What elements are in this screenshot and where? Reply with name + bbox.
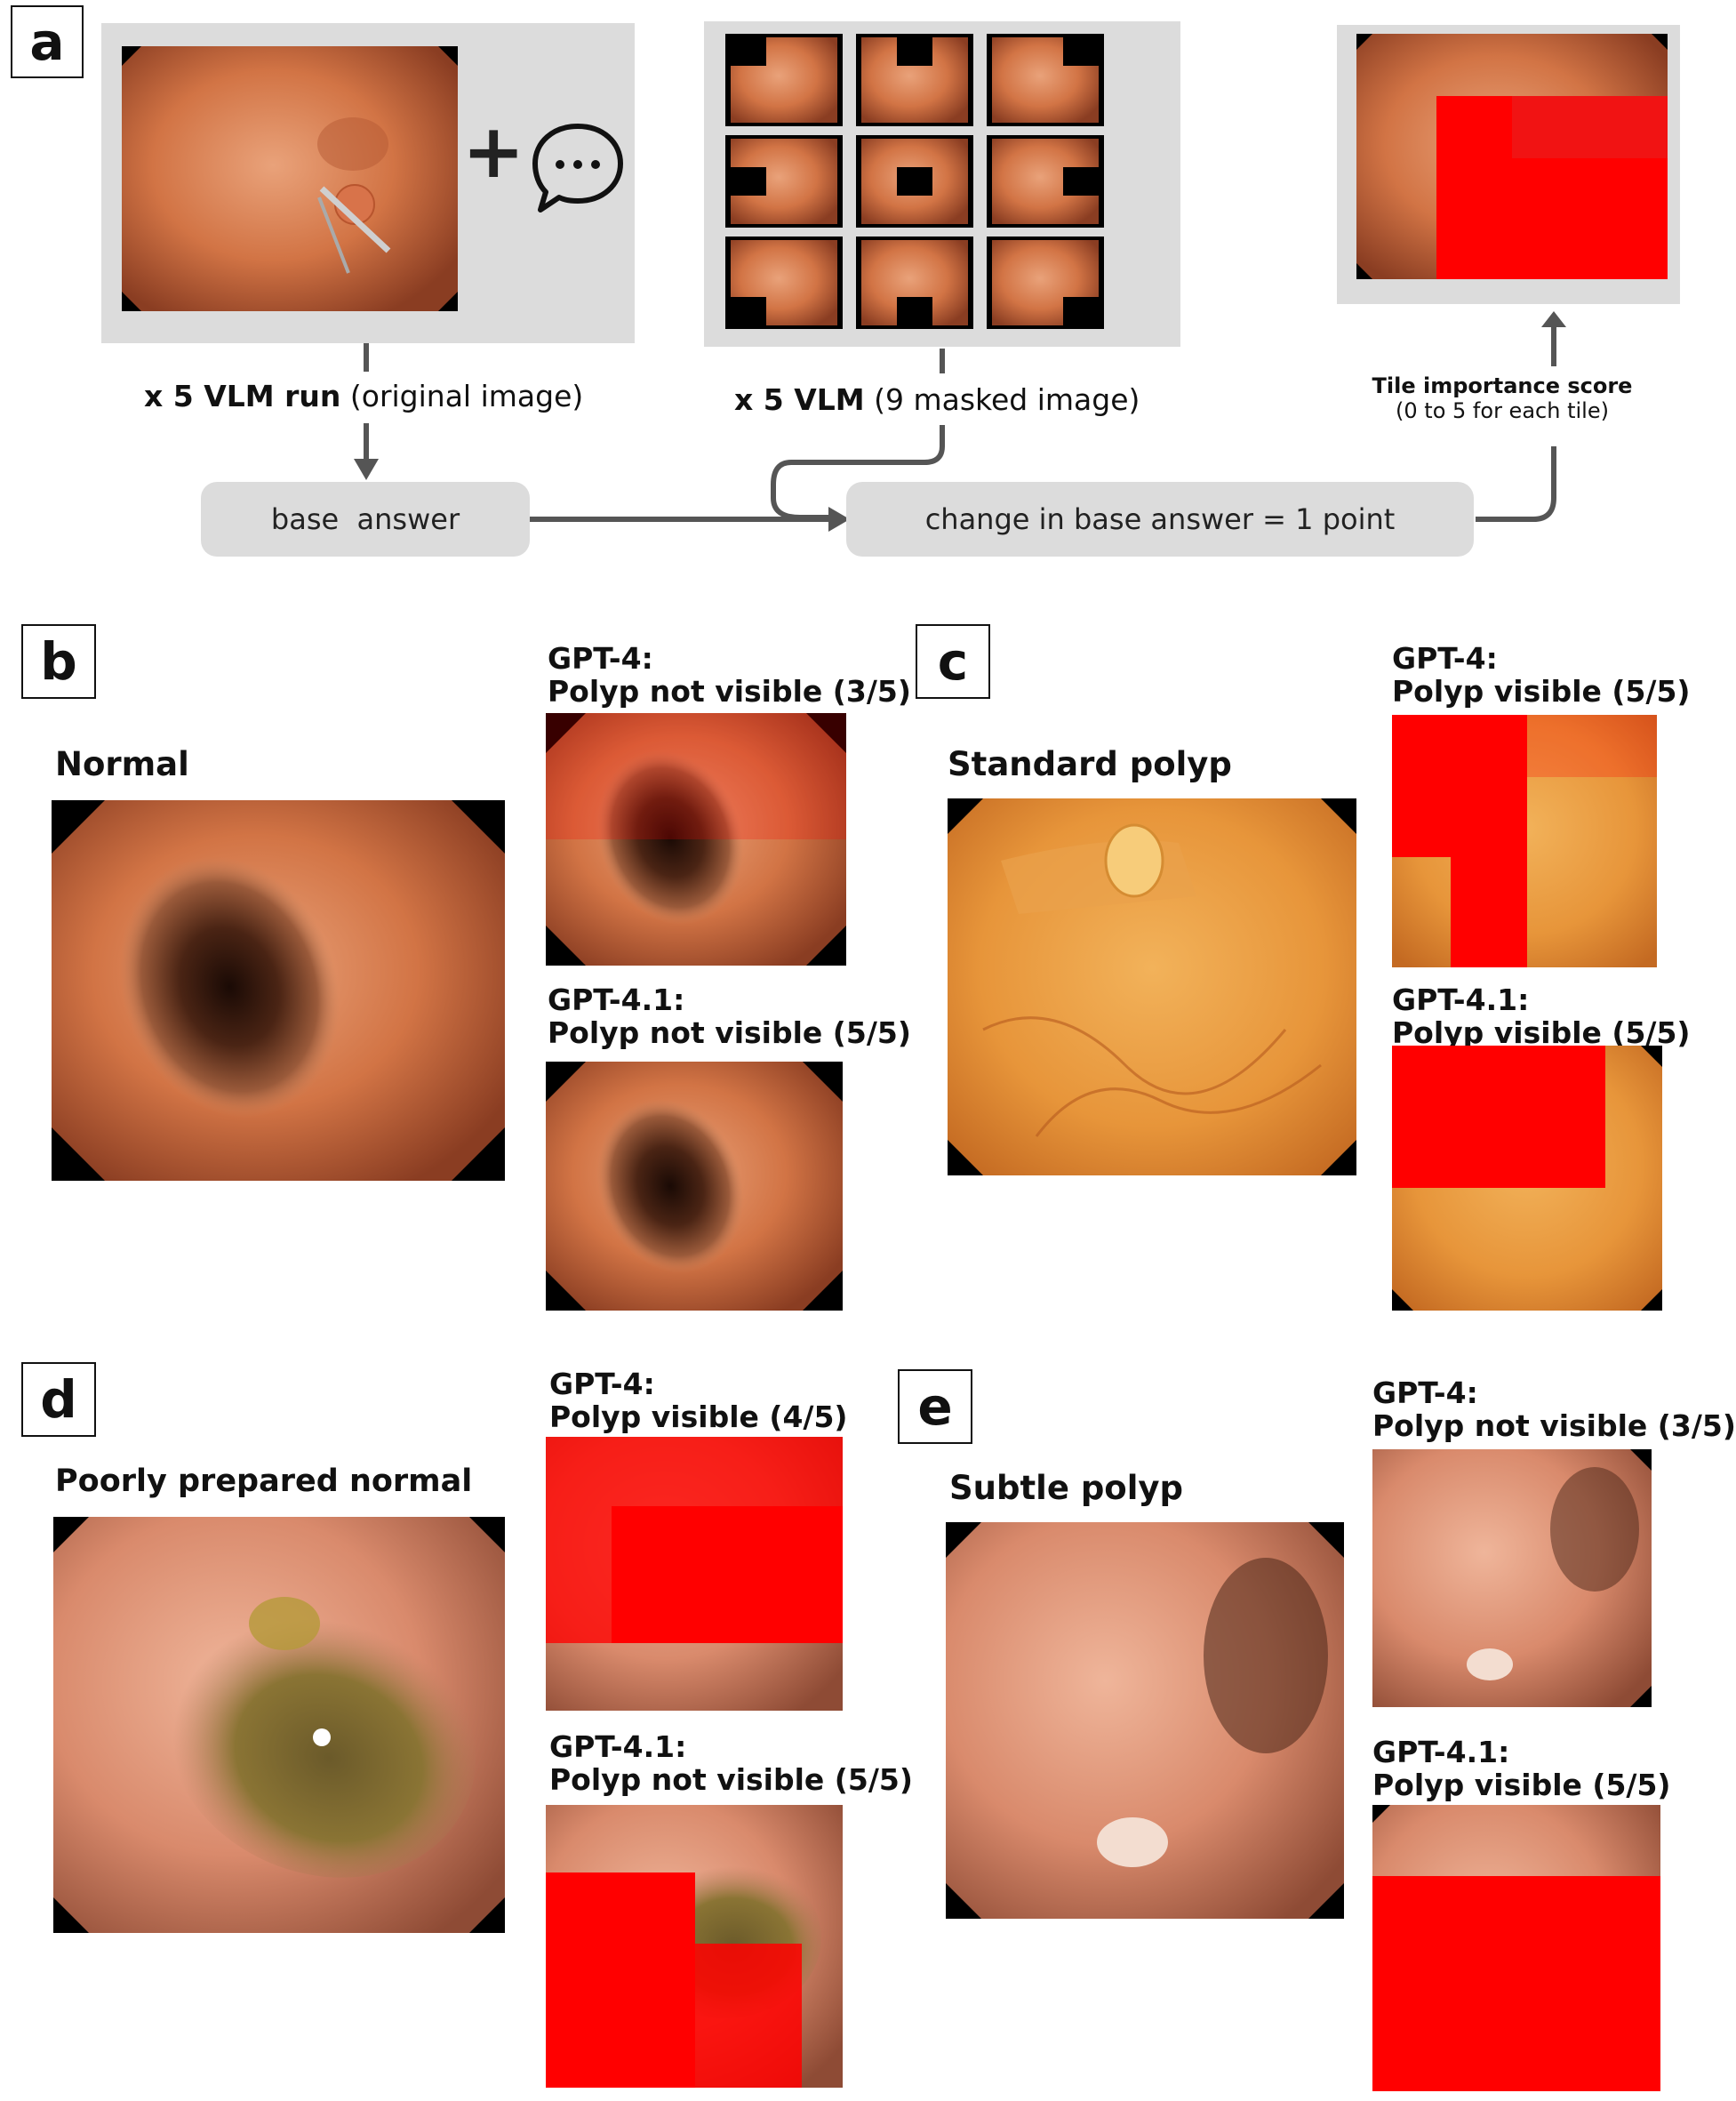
panel-d-main-image (53, 1517, 505, 1933)
panel-b-gpt4-label: GPT-4:Polyp not visible (3/5) (548, 641, 911, 709)
masked-tile-3 (987, 34, 1104, 126)
panel-letter-a: a (11, 5, 84, 78)
panel-b-gpt4-image (546, 713, 846, 966)
importance-heatmap-image (1356, 34, 1668, 279)
panel-c-gpt4-label: GPT-4:Polyp visible (5/5) (1392, 641, 1691, 709)
middle-caption: x 5 VLM (9 masked image) (734, 382, 1140, 417)
panel-e-gpt4-image (1372, 1449, 1652, 1707)
panel-b-gpt41-label: GPT-4.1:Polyp not visible (5/5) (548, 982, 911, 1050)
panel-e-gpt41-label: GPT-4.1:Polyp visible (5/5) (1372, 1735, 1671, 1802)
flow-connectors (354, 343, 1556, 532)
panel-letter-d: d (21, 1362, 96, 1437)
panel-c-gpt41-label: GPT-4.1:Polyp visible (5/5) (1392, 982, 1691, 1050)
panel-c-title: Standard polyp (948, 745, 1232, 783)
masked-tile-9 (987, 237, 1104, 329)
panel-letter-c: c (916, 624, 990, 699)
panel-d-gpt41-image (546, 1805, 843, 2088)
plus-symbol: + (462, 108, 525, 195)
panel-b-main-image (52, 800, 505, 1181)
masked-tile-7 (725, 237, 843, 329)
panel-letter-b: b (21, 624, 96, 699)
masked-tile-5 (856, 135, 973, 228)
masked-tile-8 (856, 237, 973, 329)
panel-e-gpt41-image (1372, 1805, 1660, 2091)
panel-d-gpt4-image (546, 1437, 843, 1711)
chat-bubble-icon (532, 124, 623, 213)
panel-e-main-image (946, 1522, 1344, 1919)
arrow-up-to-result (1541, 311, 1566, 366)
tile-score-caption: Tile importance score (0 to 5 for each t… (1372, 373, 1633, 423)
masked-tile-6 (987, 135, 1104, 228)
panel-c-main-image (948, 798, 1356, 1175)
masked-tile-1 (725, 34, 843, 126)
masked-tile-2 (856, 34, 973, 126)
change-rule-box: change in base answer = 1 point (846, 482, 1474, 557)
panel-b-title: Normal (55, 745, 189, 783)
masked-tile-4 (725, 135, 843, 228)
panel-b-gpt41-image (546, 1062, 843, 1311)
panel-c-gpt4-image (1392, 715, 1657, 967)
base-answer-box: base answer (201, 482, 530, 557)
panel-d-gpt41-label: GPT-4.1:Polyp not visible (5/5) (549, 1729, 913, 1797)
panel-c-gpt41-image (1392, 1046, 1662, 1311)
left-caption: x 5 VLM run (original image) (144, 379, 584, 413)
panel-d-gpt4-label: GPT-4:Polyp visible (4/5) (549, 1367, 848, 1434)
original-endoscopy-image (122, 46, 458, 311)
panel-d-title: Poorly prepared normal (55, 1463, 473, 1499)
masked-image-grid (725, 34, 1104, 329)
panel-e-gpt4-label: GPT-4:Polyp not visible (3/5) (1372, 1375, 1736, 1443)
panel-e-title: Subtle polyp (949, 1469, 1184, 1507)
panel-letter-e: e (898, 1369, 972, 1444)
